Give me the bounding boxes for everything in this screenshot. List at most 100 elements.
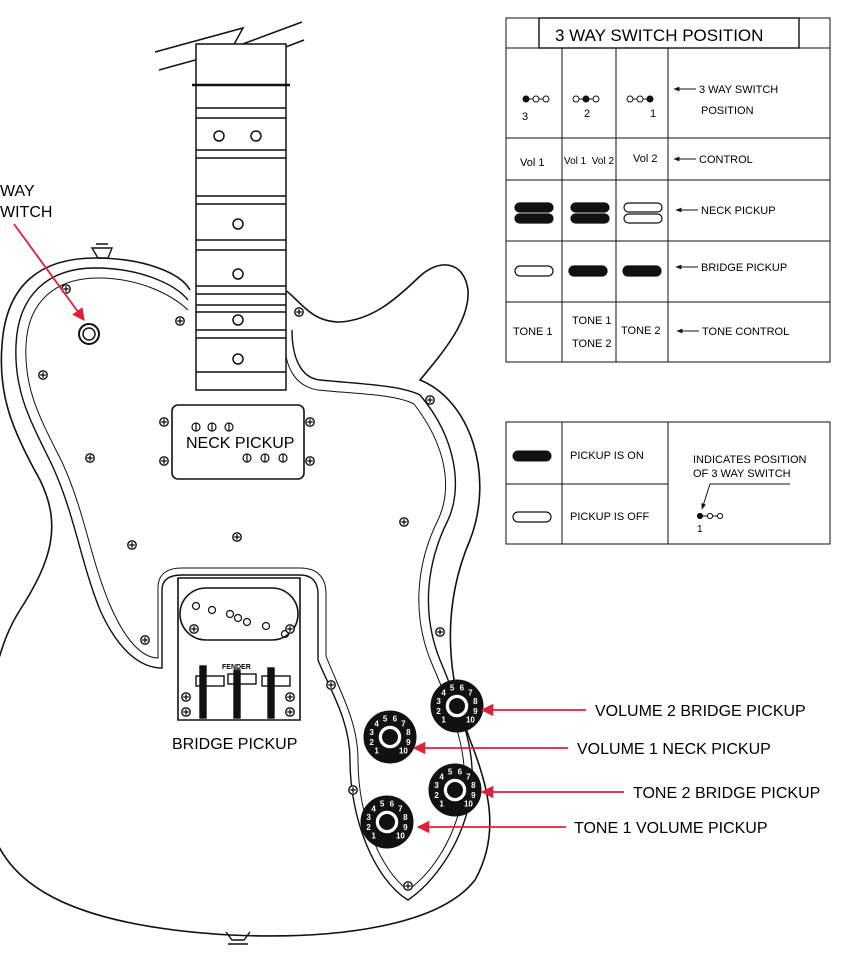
bridge-pickup-polepieces <box>191 601 290 639</box>
tone-row-label: TONE CONTROL <box>702 326 789 338</box>
control-col-2: Vol 1 Vol 2 <box>564 156 614 167</box>
legend-indicates-line1: INDICATES POSITION <box>693 454 807 466</box>
control-row-label: CONTROL <box>699 154 753 166</box>
bridge-pickup-label: BRIDGE PICKUP <box>172 736 297 753</box>
knob-number: 4 <box>439 773 444 782</box>
callout-volume-1: VOLUME 1 NECK PICKUP <box>577 741 771 758</box>
legend-on-label: PICKUP IS ON <box>570 450 644 462</box>
callout-tone-1: TONE 1 VOLUME PICKUP <box>574 820 768 837</box>
knob-number: 5 <box>380 800 385 809</box>
legend-position-number: 1 <box>697 524 703 535</box>
knob-number: 10 <box>464 799 473 808</box>
knob-number: 1 <box>371 831 376 840</box>
frets <box>196 107 286 373</box>
knob-number: 7 <box>401 720 406 729</box>
switch-position-table <box>505 17 831 363</box>
knob-number: 5 <box>448 768 453 777</box>
tone-col-1: TONE 2 <box>621 325 661 337</box>
knob-number: 4 <box>371 805 376 814</box>
control-callouts: VOLUME 2 BRIDGE PICKUP VOLUME 1 NECK PIC… <box>412 703 820 837</box>
table-title-box <box>538 17 800 49</box>
knob-number: 8 <box>403 813 408 822</box>
legend-content: PICKUP IS ON PICKUP IS OFF INDICATES POS… <box>512 450 807 535</box>
bridge-pickup <box>179 587 299 641</box>
legend-indicates-line2: OF 3 WAY SWITCH <box>693 468 791 480</box>
knob-number: 8 <box>471 781 476 790</box>
knob-number: 1 <box>439 799 444 808</box>
guitar-drawing <box>0 21 491 945</box>
knob-number: 8 <box>473 697 478 706</box>
knob-number: 1 <box>374 746 379 755</box>
position-row-label-line1: 3 WAY SWITCH <box>699 84 778 96</box>
knob-number: 6 <box>458 768 463 777</box>
switch-label-line1: WAY <box>0 183 35 200</box>
knob-number: 5 <box>383 715 388 724</box>
legend-switch-symbol <box>696 512 724 520</box>
knob-number: 2 <box>436 707 441 716</box>
knob-number: 2 <box>366 823 371 832</box>
tone-col-2-line1: TONE 1 <box>572 315 612 327</box>
position-number-3: 3 <box>522 111 528 123</box>
knob-number: 3 <box>436 697 441 706</box>
knob-number: 5 <box>450 684 455 693</box>
knob-number: 7 <box>466 773 471 782</box>
knob-number: 6 <box>390 800 395 809</box>
bridge-brand-label: FENDER <box>222 664 251 671</box>
tone-col-2-line2: TONE 2 <box>572 338 612 350</box>
neck-pickup-states <box>514 202 663 224</box>
knob-number: 9 <box>403 823 408 832</box>
knob-number: 2 <box>369 738 374 747</box>
legend-on-symbol <box>512 450 552 462</box>
legend-off-symbol <box>512 511 552 523</box>
callout-tone-2: TONE 2 BRIDGE PICKUP <box>633 785 820 802</box>
neck-row-label: NECK PICKUP <box>701 205 776 217</box>
bridge-pickup-states <box>514 265 662 277</box>
control-col-3: Vol 1 <box>520 157 544 169</box>
position-row-label-line2: POSITION <box>701 105 754 117</box>
knob-number: 9 <box>406 738 411 747</box>
knob-number: 9 <box>471 791 476 800</box>
table-title: 3 WAY SWITCH POSITION <box>555 26 763 45</box>
position-number-1: 1 <box>650 108 656 120</box>
fret-markers <box>213 130 262 365</box>
guitar-neck <box>195 43 287 391</box>
knob-number: 9 <box>473 707 478 716</box>
knob-number: 6 <box>393 715 398 724</box>
position-number-2: 2 <box>584 108 590 120</box>
three-way-switch <box>78 323 100 345</box>
knob-number: 4 <box>374 720 379 729</box>
legend-box <box>505 421 831 545</box>
knob-number: 10 <box>396 831 405 840</box>
knob-number: 10 <box>466 715 475 724</box>
guitar-body-outline <box>0 257 491 937</box>
knob-number: 1 <box>441 715 446 724</box>
knob-number: 3 <box>366 813 371 822</box>
strap-button-top <box>90 243 114 259</box>
switch-label-line2: WITCH <box>0 204 52 221</box>
switch-table-content: 3 WAY SWITCH POSITION 3 2 1 3 WAY SWITCH… <box>513 26 789 350</box>
legend-off-label: PICKUP IS OFF <box>570 511 650 523</box>
knob-number: 7 <box>468 689 473 698</box>
neck-pickup-label: NECK PICKUP <box>186 435 294 452</box>
strap-button-bottom <box>225 931 251 945</box>
knob-number: 4 <box>441 689 446 698</box>
bridge-saddles <box>195 665 291 719</box>
neck-pickup <box>171 404 305 480</box>
callout-volume-2: VOLUME 2 BRIDGE PICKUP <box>595 703 806 720</box>
bridge-row-label: BRIDGE PICKUP <box>701 262 787 274</box>
switch-position-3-symbol <box>522 95 550 103</box>
knob-number: 3 <box>369 728 374 737</box>
knob-number: 10 <box>399 746 408 755</box>
knob-number: 8 <box>406 728 411 737</box>
tone-col-3: TONE 1 <box>513 326 553 338</box>
control-col-1: Vol 2 <box>633 153 657 165</box>
knob-number: 6 <box>460 684 465 693</box>
knob-number: 3 <box>434 781 439 790</box>
knob-number: 7 <box>398 805 403 814</box>
